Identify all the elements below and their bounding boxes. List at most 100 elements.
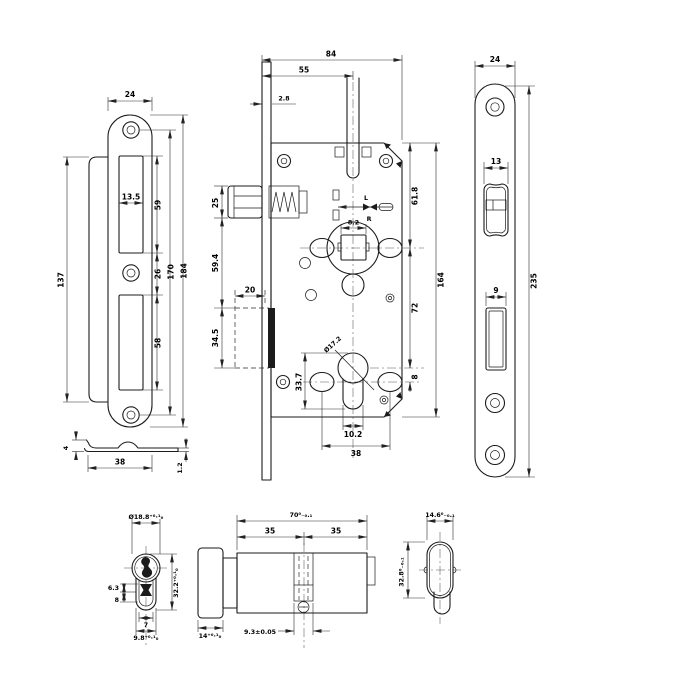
oval-lower-lobe (433, 591, 451, 615)
handing-symbol: L R (337, 195, 394, 223)
case-screw-post-top-left (276, 153, 292, 169)
dim-label-strike-width: 24 (125, 90, 135, 99)
strike-plate-front-view: 24 13.5 59 26 58 170 184 (57, 90, 189, 428)
strike-screw-hole-bottom (122, 406, 140, 424)
oval-cylinder-end-view: 14.6⁰₋₀.₁ 32.8⁰₋₀.₁ (399, 512, 461, 624)
dim-faceplate-latch: 13 (483, 157, 509, 184)
chamfer-mark (384, 143, 391, 149)
cylinder-end-step (366, 556, 376, 586)
dim-strike-thickness: 1.2 (177, 438, 189, 474)
faceplate-outline (474, 83, 516, 478)
dim-faceplate-thickness: 2.8 (250, 96, 296, 106)
strike-dust-box-flange (88, 156, 109, 403)
dim-strike-cutout-width: 13.5 (118, 193, 144, 205)
dim-faceplate-length: 235 (505, 85, 539, 478)
strike-screw-hole-middle (122, 264, 140, 282)
deadbolt-thrown-outline (234, 290, 269, 369)
dim-strike-total-height: 184 (150, 114, 189, 428)
rivet-post-bottom (379, 395, 389, 405)
dim-label-faceplate-length: 235 (530, 273, 539, 289)
dim-label-oval-height: 32.8⁰₋₀.₁ (399, 557, 406, 587)
dim-label-bolt-throw: 20 (245, 286, 255, 295)
dim-label-cylinder-stem: 10.2 (344, 430, 363, 439)
latch-bolt-head (227, 185, 263, 219)
dim-label-cyl-a: 6.3 (108, 585, 119, 592)
dim-label-faceplate-width: 24 (490, 55, 500, 64)
dim-case-height: 164 (402, 142, 446, 418)
key-tip-icon (378, 203, 394, 211)
dim-cyl-detail-c: 7 (138, 612, 154, 629)
dim-label-case-width: 84 (326, 50, 336, 59)
dim-label-cylinder-offset: 8 (411, 374, 420, 379)
deadbolt-retracted (268, 308, 275, 368)
oval-profile-inner (429, 544, 451, 596)
dim-cyl-detail-b: 8 (115, 591, 138, 604)
dim-label-faceplate-bolt: 9 (493, 286, 498, 295)
dim-label-oval-width: 14.6⁰₋₀.₁ (425, 512, 455, 519)
square-spindle-hole (340, 234, 367, 261)
dim-label-hole-centers: 170 (167, 264, 176, 280)
dim-cyl-stem-width: 9.8⁺⁰·¹₀ (133, 608, 159, 642)
case-top-slot (346, 77, 360, 179)
key-silhouette (141, 556, 153, 578)
keyway-silhouette (140, 584, 152, 596)
strike-side-top-edge (95, 441, 179, 449)
dim-cyl-diameter: Ø18.8⁺⁰·¹₀ (129, 513, 164, 554)
dim-label-cyl-half-b: 35 (331, 527, 341, 536)
dim-label-cutout1-height: 59 (154, 200, 163, 210)
dim-label-cutout-width: 13.5 (122, 193, 141, 202)
cam-assembly (293, 553, 314, 613)
strike-bolt-cutout (118, 294, 144, 391)
dim-hub-to-cylinder: 72 (408, 247, 420, 369)
dim-label-total-height: 184 (180, 263, 189, 279)
oval-profile-outline (426, 541, 454, 599)
latch-tail-block (298, 190, 308, 214)
dim-cyl-length: 70⁰₋₀.₁ (236, 512, 368, 550)
dim-label-top-to-hub: 61.8 (411, 187, 420, 206)
deadbolt (234, 290, 275, 369)
cylinder-end-view: Ø18.8⁺⁰·¹₀ 32.2⁺⁰·¹₀ 6.3 8 7 9.8⁺⁰·¹₀ (108, 513, 180, 648)
chamfer-mark (396, 161, 402, 168)
dim-label-bolt-height: 34.5 (211, 329, 220, 348)
dim-label-thickness: 1.2 (177, 462, 184, 473)
dim-label-latch-to-bolt: 59.4 (211, 254, 220, 273)
dim-strike-width: 24 (107, 90, 153, 111)
cylinder-fixing-hole-left (309, 371, 335, 393)
dim-strike-gap: 26 (143, 252, 163, 296)
dim-cylinder-height: 33.7 (295, 352, 348, 410)
dim-label-lip: 4 (63, 445, 70, 450)
dim-label-side-width: 38 (115, 458, 125, 467)
dim-strike-side-width: 38 (87, 455, 153, 472)
strike-side-lip (83, 439, 97, 453)
dim-faceplate-bolt: 9 (485, 286, 507, 306)
faceplate-front-view: 24 13 9 235 (474, 55, 539, 478)
dim-strike-lip-height: 4 (63, 431, 86, 461)
dim-oval-height: 32.8⁰₋₀.₁ (399, 541, 425, 599)
dim-oval-width: 14.6⁰₋₀.₁ (425, 512, 455, 540)
dim-knob-width: 14⁺⁰·¹₀ (197, 620, 224, 640)
rivet-post (385, 293, 395, 303)
dim-cyl-half-b: 35 (303, 527, 368, 539)
cylinder-diameter-line (334, 349, 375, 391)
key-bow-icon (363, 203, 377, 211)
dim-label-cyl-stem: 9.8⁺⁰·¹₀ (133, 635, 158, 642)
dim-strike-flange-height: 137 (57, 156, 89, 403)
dim-case-total-width: 84 (261, 50, 403, 140)
dim-label-latch-height: 25 (211, 198, 220, 208)
dim-label-spindle-square: 8.2 (348, 220, 359, 227)
oval-side-notches (423, 566, 457, 574)
fixing-screw-hole (297, 601, 310, 613)
stop-slot-upper (332, 189, 340, 201)
slot-tab-right (361, 146, 372, 158)
rivet-hole (305, 289, 317, 301)
chamfer-mark (396, 392, 402, 399)
handle-fixing-hole-left (309, 237, 335, 259)
case-screw-post-top-right (378, 153, 394, 169)
lock-case-front-view: L R Ø17.2 84 (211, 50, 446, 481)
dim-label-cyl-length: 70⁰₋₀.₁ (290, 512, 313, 519)
mechanism-hole (341, 273, 365, 297)
dim-label-faceplate-latch: 13 (491, 157, 501, 166)
faceplate-screw-hole-middle (484, 392, 506, 414)
